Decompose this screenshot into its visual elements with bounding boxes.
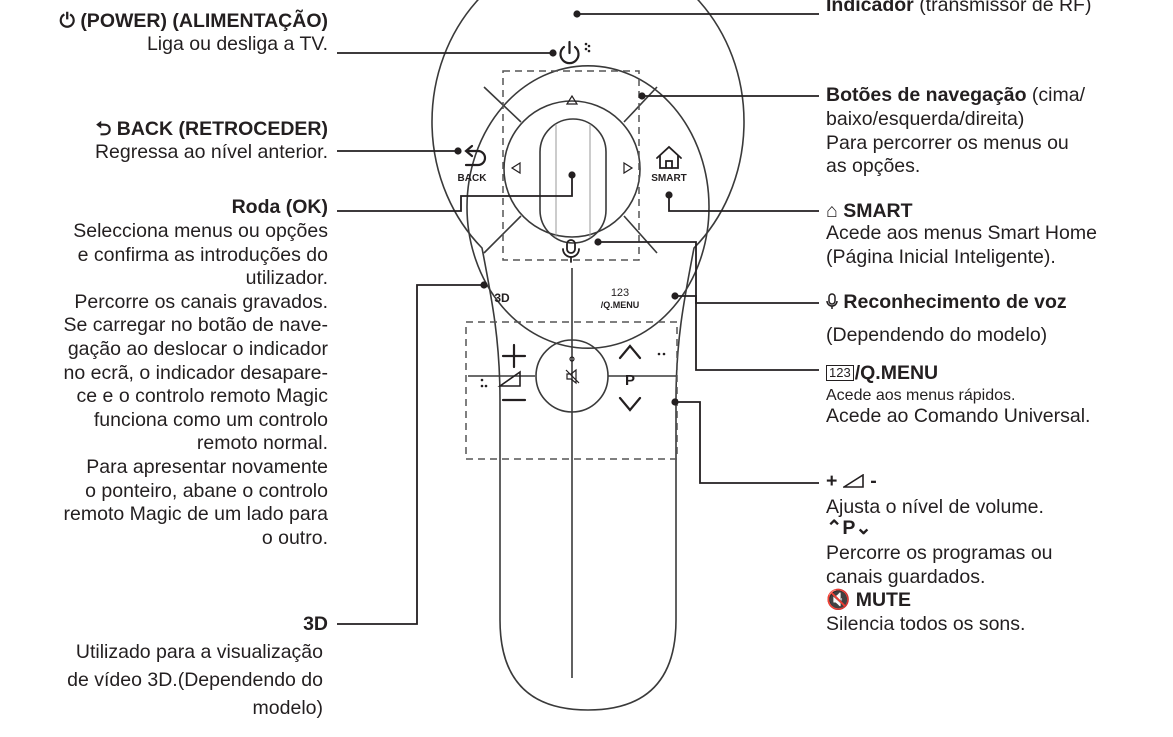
microphone-icon-inline	[826, 293, 838, 309]
nav-buttons-description: baixo/esquerda/direita) Para percorrer o…	[826, 108, 1069, 178]
power-title: ⏻ (POWER) (ALIMENTAÇÃO)	[59, 10, 328, 32]
qmenu-title: 123/Q.MENU	[826, 362, 938, 386]
remote-back-label: BACK	[458, 173, 488, 184]
home-icon-inline: ⌂	[826, 200, 838, 222]
back-arrow-icon-inline: ⮌	[95, 118, 112, 140]
voice-title: Reconhecimento de voz	[826, 291, 1067, 315]
remote-p-label: P	[625, 372, 635, 389]
back-arrow-icon	[464, 144, 487, 167]
leader-qmenu	[675, 295, 819, 371]
remote-3d-label: 3D	[494, 291, 510, 305]
back-title: ⮌ BACK (RETROCEDER)	[95, 118, 328, 140]
remote-qmenu-keys: 123	[611, 287, 629, 299]
remote-smart-label: SMART	[651, 173, 687, 184]
wheel-ok	[539, 118, 607, 244]
channel-up-icon-inline: ⌃	[826, 517, 843, 539]
mute-description: Silencia todos os sons.	[826, 613, 1026, 635]
leader-volume	[675, 401, 819, 484]
channel-down-icon-inline: ⌄	[855, 517, 872, 539]
back-description: Regressa ao nível anterior.	[94, 141, 328, 163]
threed-title: 3D	[303, 613, 328, 635]
indicator-label: Indicador (transmissor de RF)	[826, 0, 1092, 16]
wheel-title: Roda (OK)	[231, 196, 328, 218]
volume-title: + -	[826, 470, 877, 492]
nav-left-arrow-icon	[510, 161, 521, 175]
smart-title: ⌂ SMART	[826, 200, 913, 222]
microphone-icon	[562, 239, 580, 263]
volume-icon-inline	[841, 473, 864, 488]
power-dots-icon	[584, 42, 588, 46]
navigation-ring	[503, 100, 641, 238]
volume-channel-highlight	[465, 321, 678, 460]
smart-description: Acede aos menus Smart Home (Página Inici…	[826, 222, 1097, 268]
volume-dots-icon	[480, 378, 484, 382]
mute-button-ring	[535, 339, 609, 413]
nav-up-arrow-icon	[565, 94, 579, 105]
channel-dots-icon	[657, 352, 661, 356]
leader-smart	[668, 195, 819, 212]
nav-right-arrow-icon	[623, 161, 634, 175]
channel-down-icon	[618, 396, 642, 412]
power-icon	[559, 40, 580, 65]
remote-body-outline	[431, 0, 745, 711]
qmenu-description: Acede aos menus rápidos. Acede ao Comand…	[826, 387, 1091, 427]
voice-description: (Dependendo do modelo)	[826, 324, 1048, 346]
mute-icon-inline: 🔇	[826, 589, 851, 611]
mute-icon	[565, 368, 580, 385]
remote-qmenu-label: /Q.MENU	[601, 300, 640, 310]
remote-inner-ring	[466, 65, 710, 349]
volume-up-icon	[501, 343, 527, 369]
program-title: ⌃P⌄	[826, 517, 872, 539]
mute-dot-icon	[569, 356, 575, 362]
volume-icon	[497, 370, 521, 387]
power-icon-inline: ⏻	[59, 10, 75, 32]
leader-voice	[598, 241, 819, 304]
home-icon	[656, 145, 682, 169]
nav-buttons-highlight	[502, 70, 640, 261]
threed-description: Utilizado para a visualização de vídeo 3…	[67, 641, 323, 719]
leader-3d	[337, 284, 484, 625]
volume-description: Ajusta o nível de volume.	[826, 496, 1044, 518]
channel-up-icon	[618, 344, 642, 360]
leader-wheel	[337, 175, 573, 212]
program-description: Percorre os programas ou canais guardado…	[826, 542, 1053, 588]
nav-buttons-label: Botões de navegação (cima/	[826, 84, 1085, 106]
power-description: Liga ou desliga a TV.	[146, 33, 328, 55]
mute-title: 🔇 MUTE	[826, 589, 911, 611]
